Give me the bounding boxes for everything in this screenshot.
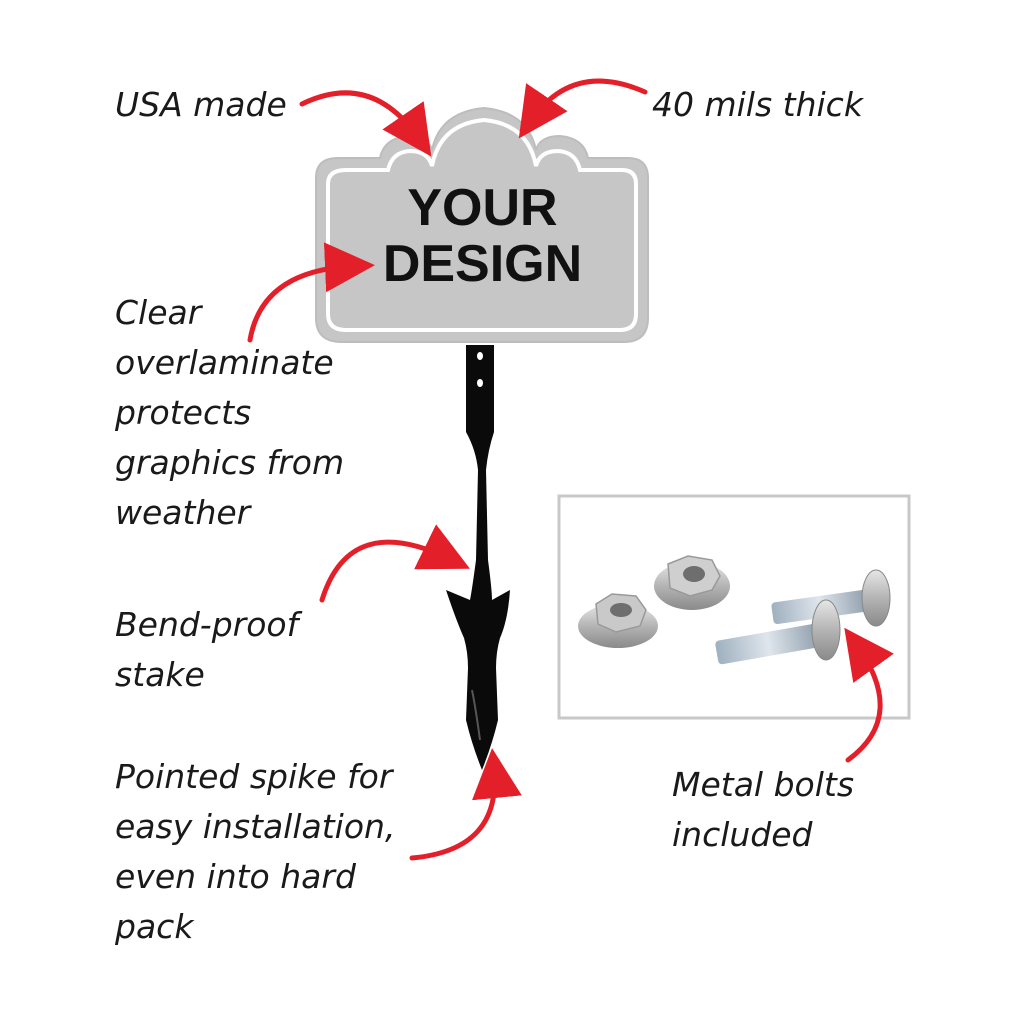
callout-spike: Pointed spike for easy installation, eve…	[115, 757, 396, 946]
bolt-icon	[715, 599, 841, 665]
callout-bolts: Metal bolts included	[672, 765, 855, 854]
nut-icon	[578, 593, 658, 648]
callout-overlaminate: Clear overlaminate protects graphics fro…	[115, 293, 345, 532]
callout-usa-made: USA made	[115, 85, 287, 124]
sign-text: YOUR DESIGN	[330, 180, 635, 292]
sign-line-2: DESIGN	[382, 235, 583, 293]
sign-line-1: YOUR	[407, 179, 558, 237]
stake-icon	[446, 345, 510, 770]
arrow-icon	[247, 78, 894, 861]
callout-thickness: 40 mils thick	[652, 85, 863, 124]
nut-icon	[654, 555, 730, 610]
callout-bend-proof: Bend-proof stake	[115, 605, 299, 694]
